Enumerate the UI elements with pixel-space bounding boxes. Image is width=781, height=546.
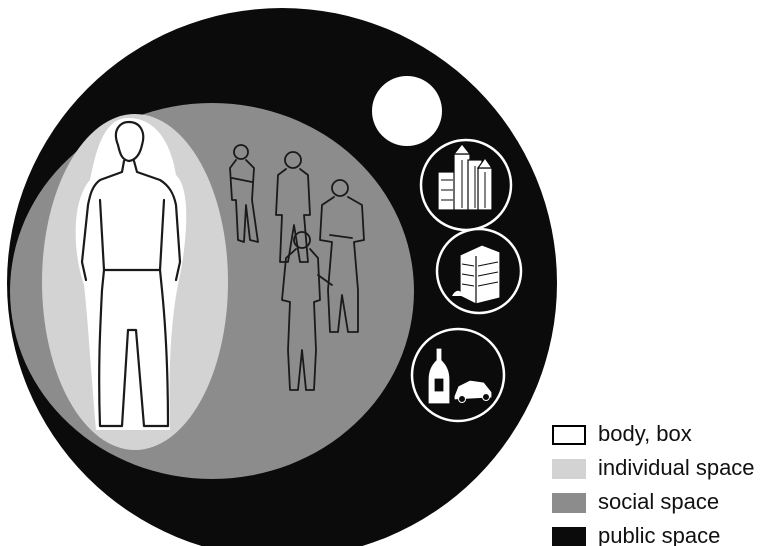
- legend-swatch-social-space: [552, 493, 586, 513]
- office-building-icon: [437, 229, 521, 313]
- legend-swatch-individual-space: [552, 459, 586, 479]
- body-box-marker: [372, 76, 442, 146]
- legend-item-body-box: body, box: [552, 418, 781, 452]
- legend-item-individual-space: individual space: [552, 452, 781, 486]
- bottle-and-car-icon: [412, 329, 504, 421]
- legend-swatch-body-box: [552, 425, 586, 445]
- legend: body, box individual space social space …: [552, 418, 781, 546]
- legend-swatch-public-space: [552, 527, 586, 546]
- legend-label: body, box: [598, 420, 692, 448]
- city-buildings-icon: [421, 140, 511, 230]
- legend-label: individual space: [598, 454, 755, 482]
- legend-item-public-space: public space: [552, 520, 781, 546]
- legend-label: social space: [598, 488, 719, 516]
- legend-label: public space: [598, 522, 720, 546]
- legend-item-social-space: social space: [552, 486, 781, 520]
